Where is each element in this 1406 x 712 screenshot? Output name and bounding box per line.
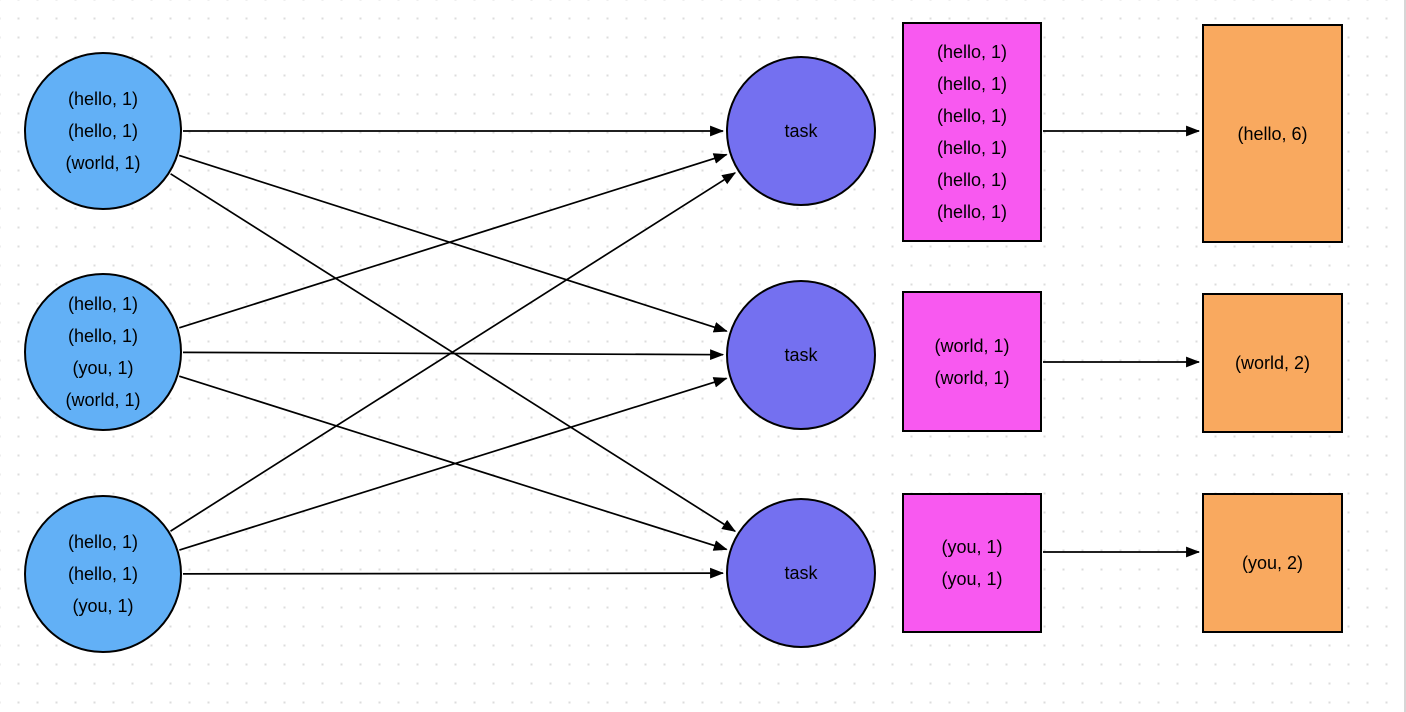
tuple-text: (you, 1) bbox=[72, 596, 134, 616]
group-node-2-text: (world, 1) (world, 1) bbox=[904, 330, 1040, 394]
edge-arrow-input-2-to-task-2 bbox=[182, 349, 725, 360]
edge-arrow-input-1-to-task-2 bbox=[178, 154, 728, 333]
tuple-text: (hello, 1) bbox=[936, 106, 1008, 126]
edge-arrow-input-2-to-task-1 bbox=[179, 153, 728, 329]
output-node-3: (you, 2) bbox=[1202, 493, 1343, 633]
tuple-text: (world, 1) bbox=[934, 367, 1010, 388]
edge-arrow-input-2-to-task-3 bbox=[179, 375, 728, 551]
task-node-1: task bbox=[726, 56, 876, 206]
tuple-text: (hello, 1) bbox=[67, 532, 139, 552]
task-node-3-label: task bbox=[784, 563, 818, 583]
tuple-text: (hello, 1) bbox=[936, 42, 1008, 62]
task-node-2-label: task bbox=[784, 345, 818, 365]
tuple-text: (hello, 1) bbox=[936, 202, 1008, 222]
tuple-text: (hello, 1) bbox=[67, 294, 139, 314]
tuple-text: (you, 1) bbox=[941, 569, 1003, 589]
tuple-text: (hello, 1) bbox=[936, 74, 1008, 94]
task-node-1-label: task bbox=[784, 121, 818, 141]
group-node-1-text: (hello, 1) (hello, 1) (hello, 1) (hello, 1)… bbox=[904, 36, 1040, 228]
edge-arrow-input-1-to-task-3 bbox=[170, 173, 737, 532]
tuple-text: (you, 1) bbox=[941, 537, 1003, 557]
tuple-text: (hello, 1) bbox=[67, 564, 139, 584]
group-node-3-text: (you, 1) (you, 1) bbox=[904, 531, 1040, 595]
tuple-text: (world, 1) bbox=[65, 390, 141, 410]
output-node-1: (hello, 6) bbox=[1202, 24, 1343, 243]
task-node-3: task bbox=[726, 498, 876, 648]
tuple-text: (world, 1) bbox=[934, 335, 1010, 356]
group-node-1: (hello, 1) (hello, 1) (hello, 1) (hello, 1)… bbox=[902, 22, 1042, 242]
tuple-text: (hello, 1) bbox=[936, 138, 1008, 158]
tuple-text: (world, 1) bbox=[65, 153, 141, 173]
output-node-2: (world, 2) bbox=[1202, 293, 1343, 433]
output-node-1-label: (hello, 6) bbox=[1237, 123, 1308, 144]
task-node-2: task bbox=[726, 280, 876, 430]
group-node-2: (world, 1) (world, 1) bbox=[902, 291, 1042, 432]
input-node-1-text: (hello, 1) (hello, 1) (world, 1) bbox=[26, 83, 180, 179]
tuple-text: (hello, 1) bbox=[67, 121, 139, 141]
edge-arrow-input-3-to-task-2 bbox=[179, 377, 728, 551]
tuple-text: (hello, 1) bbox=[936, 170, 1008, 190]
group-node-3: (you, 1) (you, 1) bbox=[902, 493, 1042, 633]
input-node-2-text: (hello, 1) (hello, 1) (you, 1) (world, 1) bbox=[26, 288, 180, 416]
input-node-2: (hello, 1) (hello, 1) (you, 1) (world, 1) bbox=[24, 273, 182, 431]
edge-arrow-input-3-to-task-1 bbox=[170, 172, 737, 532]
tuple-text: (hello, 1) bbox=[67, 89, 139, 109]
output-node-2-label: (world, 2) bbox=[1234, 353, 1310, 373]
tuple-text: (hello, 1) bbox=[67, 326, 139, 346]
input-node-3-text: (hello, 1) (hello, 1) (you, 1) bbox=[26, 526, 180, 622]
tuple-text: (you, 1) bbox=[72, 358, 134, 378]
input-node-1: (hello, 1) (hello, 1) (world, 1) bbox=[24, 52, 182, 210]
edge-arrow-input-3-to-task-3 bbox=[182, 567, 725, 579]
output-node-3-label: (you, 2) bbox=[1241, 553, 1304, 573]
input-node-3: (hello, 1) (hello, 1) (you, 1) bbox=[24, 495, 182, 653]
